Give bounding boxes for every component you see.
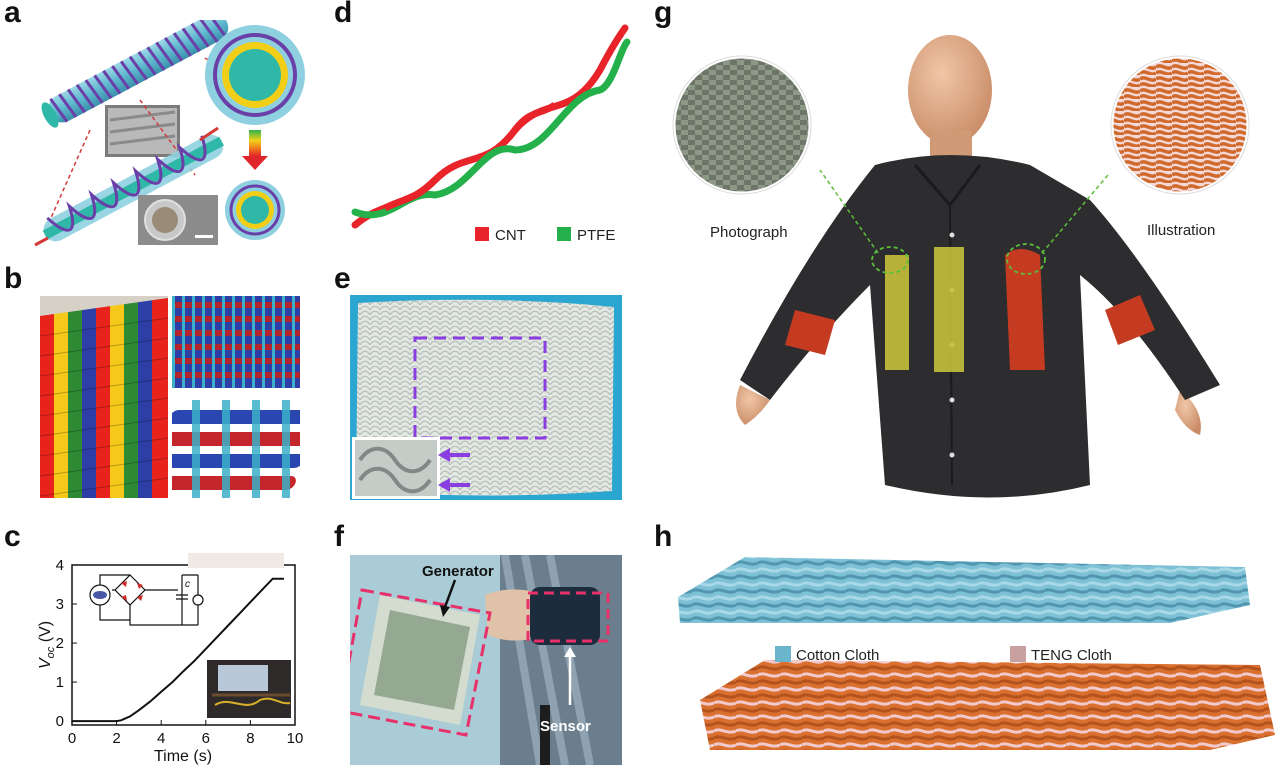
chart-y-axis-label: Voc (V) [37,621,57,669]
chart-y-axis-label-main: V [37,657,54,669]
sensor-label: Sensor [540,718,591,735]
legend-cotton-label: Cotton Cloth [796,647,879,664]
legend-teng-swatch [1010,646,1026,662]
generator-label: Generator [422,563,494,580]
panel-label-f: f [334,520,344,553]
legend-teng-label: TENG Cloth [1031,647,1112,664]
cnt-strand [351,24,629,229]
panel-c-voltage-chart: 0 2 4 6 8 10 0 1 2 3 4 Time (s) Voc (V) c [37,553,304,765]
y-tick-label: 2 [56,635,64,652]
photograph-label: Photograph [710,224,788,241]
y-tick-label: 3 [56,596,64,613]
chart-series-line [72,577,284,723]
photograph-magnified-circle [672,55,812,195]
x-tick-label: 2 [112,730,120,747]
sensor-dashed-box [526,591,610,643]
panel-label-b: b [4,262,23,295]
panel-g-smart-shirt: Photograph Illustration [672,35,1250,498]
chart-y-axis-label-sub: oc [45,646,57,658]
panel-h-cloth-illustration: Cotton Cloth TENG Cloth [678,557,1275,750]
panel-b-weave-top-schematic [172,296,300,388]
legend-ptfe-label: PTFE [577,227,615,244]
panel-label-g: g [654,0,673,29]
panel-b-textile-photo [40,296,168,498]
illustration-magnified-circle [1110,55,1250,195]
panel-a-fiber-schematic [34,20,305,247]
panel-b-weave-3d-schematic [172,400,300,498]
teng-cloth-illustration [700,660,1275,750]
legend-ptfe-swatch [557,227,571,241]
shirt-red-sleeve-right [1105,295,1155,345]
y-tick-label: 4 [56,557,64,574]
legend-cnt-label: CNT [495,227,526,244]
legend-cotton-swatch [775,646,791,662]
circuit-capacitor-label: c [185,579,190,590]
panel-label-d: d [334,0,353,29]
panel-label-h: h [654,520,673,553]
x-tick-label: 4 [157,730,165,747]
illustration-label: Illustration [1147,222,1215,239]
panel-f-wearable-photo: Generator Sensor [350,555,622,765]
panel-label-c: c [4,520,21,553]
circuit-diagram-inset [89,553,284,626]
panel-e-knitted-fabric-photo [350,295,622,500]
shirt-yellow-patch-left [885,255,909,370]
legend-cnt-swatch [475,227,489,241]
x-tick-label: 0 [68,730,76,747]
chart-y-axis-label-unit: (V) [37,621,54,647]
ptfe-strand [351,38,631,219]
shirt-red-patch-torso [1005,249,1045,370]
panel-label-a: a [4,0,21,29]
panel-label-e: e [334,262,351,295]
chart-plot-frame [71,564,296,726]
chart-x-axis-label: Time (s) [154,748,212,765]
generator-dashed-box [350,588,492,737]
selection-dashed-box [413,336,547,440]
x-tick-label: 6 [202,730,210,747]
cotton-cloth-illustration [678,557,1250,623]
shirt-yellow-patch-right [934,247,964,372]
panel-d-twisted-yarn: CNT PTFE [351,24,631,244]
shirt-red-sleeve-left [785,310,835,355]
y-tick-label: 1 [56,674,64,691]
y-tick-label: 0 [56,713,64,730]
x-tick-label: 8 [246,730,254,747]
x-tick-label: 10 [287,730,304,747]
